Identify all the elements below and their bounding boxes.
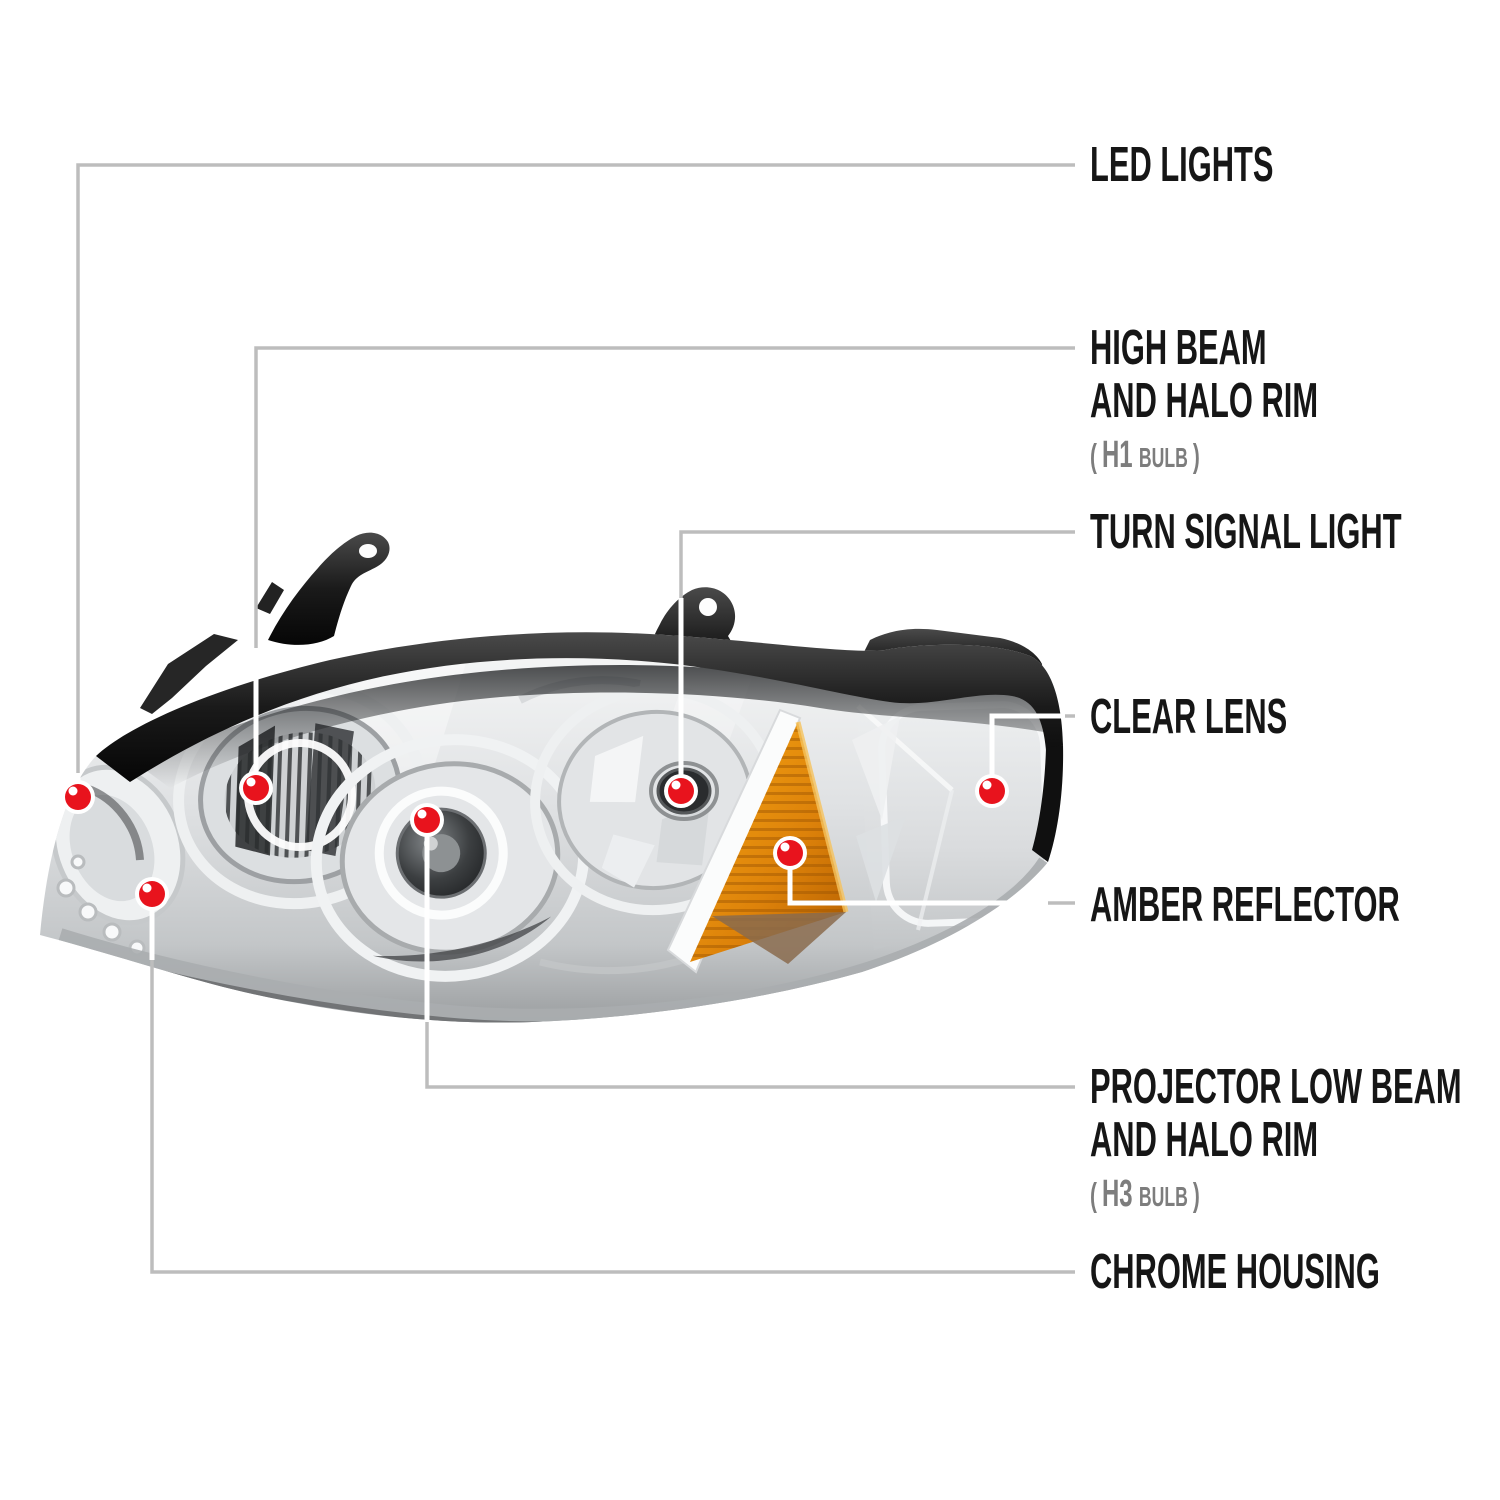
connector-projector-low-beam [425,1022,1075,1089]
connector-turn-signal [679,530,1075,598]
callout-label-text: AND HALO RIM [1090,1113,1319,1167]
callout-dots [61,771,1009,911]
mounting-bracket-left-icon [256,532,390,645]
callout-label-text: TURN SIGNAL LIGHT [1090,505,1402,559]
projector-low-beam-assembly [310,734,590,982]
callout-dot-projector-low-beam [410,803,444,837]
callout-label-text: PROJECTOR LOW BEAM [1090,1060,1462,1114]
connector-high-beam [254,346,1075,648]
callout-label-text: AMBER REFLECTOR [1090,878,1400,932]
housing-trim-right-edge [1032,745,1064,862]
callout-label-text: AND HALO RIM [1090,374,1319,428]
callout-dot-turn-signal [664,774,698,808]
inner-housing-shadow [140,665,1044,788]
housing-trim-band [96,632,1063,782]
callout-label-chrome-housing: CHROME HOUSING [1090,1246,1380,1299]
callout-dot-led-lights [61,780,95,814]
callout-connectors [75,163,1075,1274]
housing-corner-wing-icon [140,634,238,714]
callout-dot-amber-reflector [773,836,807,870]
callout-label-amber-reflector: AMBER REFLECTOR [1090,879,1400,932]
connector-clear-lens-white [989,713,1065,791]
callout-dot-clear-lens [975,774,1009,808]
callout-label-text: HIGH BEAM [1090,321,1267,375]
connector-chrome-housing [150,960,1075,1274]
callout-label-text: CHROME HOUSING [1090,1245,1380,1299]
callout-label-turn-signal: TURN SIGNAL LIGHT [1090,506,1402,559]
callout-label-clear-lens: CLEAR LENS [1090,691,1287,744]
callout-label-text: LED LIGHTS [1090,138,1274,192]
connector-led-lights [76,163,1075,773]
callout-label-text: CLEAR LENS [1090,690,1288,744]
callout-dot-chrome-housing [135,877,169,911]
callout-dot-high-beam [239,771,273,805]
callout-label-led-lights: LED LIGHTS [1090,139,1274,192]
